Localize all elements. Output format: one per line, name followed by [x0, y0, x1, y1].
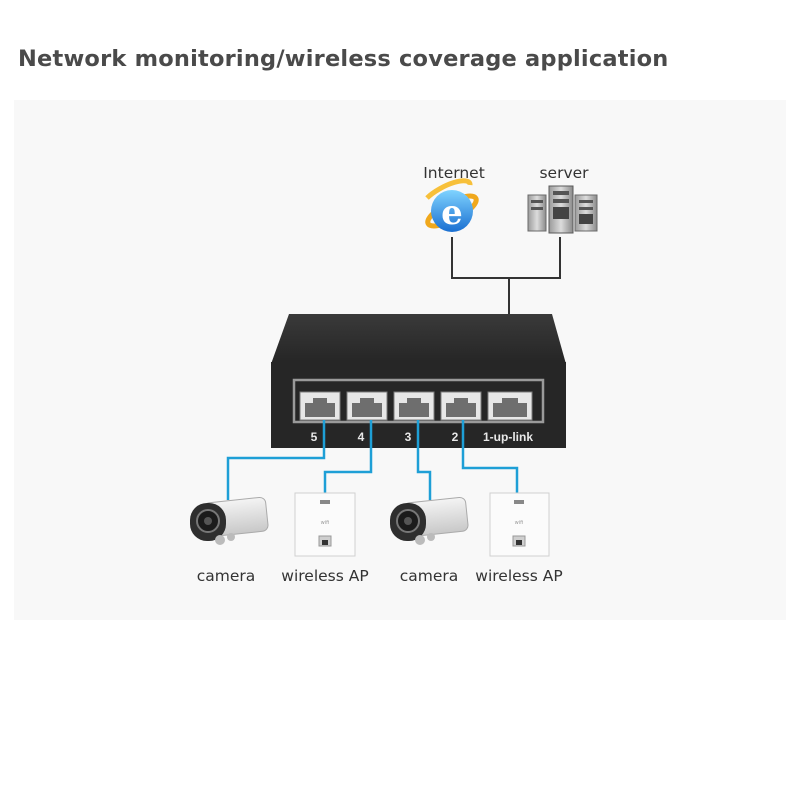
- port-label-4: 4: [357, 430, 365, 444]
- internet-icon: e: [425, 178, 479, 233]
- device-label-camera: camera: [196, 567, 256, 585]
- device-label-camera: camera: [399, 567, 459, 585]
- rj45-port: [346, 391, 388, 421]
- device-label-wireless-ap: wireless AP: [281, 567, 369, 585]
- wireless-ap-icon: wifi: [489, 492, 550, 557]
- svg-text:wifi: wifi: [321, 520, 330, 526]
- camera-icon: [390, 496, 469, 545]
- camera-icon: [190, 496, 269, 545]
- port-label-3: 3: [404, 430, 412, 444]
- server-icon: [527, 185, 598, 234]
- page-title: Network monitoring/wireless coverage app…: [18, 46, 669, 72]
- port-label-2: 2: [451, 430, 459, 444]
- device-label-wireless-ap: wireless AP: [475, 567, 563, 585]
- internet-label: Internet: [423, 164, 485, 182]
- device-cables: [226, 420, 519, 500]
- port-label-uplink: 1-up-link: [483, 430, 533, 444]
- svg-text:wifi: wifi: [515, 520, 524, 526]
- rj45-port: [487, 391, 533, 421]
- server-label: server: [539, 164, 589, 182]
- svg-text:e: e: [441, 193, 463, 233]
- port-label-5: 5: [310, 430, 318, 444]
- rj45-port: [299, 391, 341, 421]
- rj45-port: [440, 391, 482, 421]
- switch-ports: [299, 391, 533, 421]
- wireless-ap-icon: wifi: [294, 492, 356, 557]
- rj45-port: [393, 391, 435, 421]
